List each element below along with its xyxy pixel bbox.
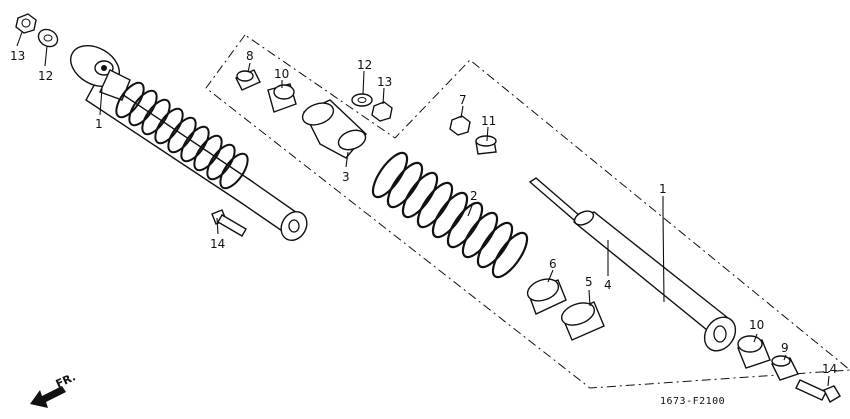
bolt-14-left[interactable]: [211, 209, 247, 237]
nut-11[interactable]: [475, 135, 497, 155]
callout-9: 9: [781, 341, 789, 355]
callout-10-top: 10: [274, 67, 289, 81]
callout-13-middle: 13: [377, 75, 392, 89]
bushing-10-bottom[interactable]: [737, 335, 771, 369]
direction-label: FR.: [54, 370, 78, 390]
collar-8[interactable]: [235, 69, 261, 91]
front-direction-arrow: FR.: [30, 370, 78, 408]
nut-7[interactable]: [449, 115, 471, 136]
callout-3: 3: [342, 170, 350, 184]
bolt-14-right[interactable]: [795, 379, 841, 403]
bushing-10-top[interactable]: [267, 83, 297, 113]
callout-11: 11: [481, 114, 496, 128]
callout-14-right: 14: [822, 362, 837, 376]
adjuster-5[interactable]: [559, 299, 605, 341]
callout-2: 2: [470, 189, 478, 203]
callout-14-left: 14: [210, 237, 225, 251]
washer-12-left[interactable]: [35, 26, 60, 50]
leader-lines: [16, 31, 830, 387]
assembled-shock-absorber[interactable]: [63, 37, 311, 245]
callout-7: 7: [459, 93, 467, 107]
diagram-code: 1673-F2100: [660, 396, 725, 407]
callout-5: 5: [585, 275, 593, 289]
damper-unit-1[interactable]: [528, 177, 742, 357]
washer-12-middle[interactable]: [351, 93, 373, 107]
callout-12-middle: 12: [357, 58, 372, 72]
collar-9[interactable]: [771, 355, 799, 381]
callout-12-left: 12: [38, 69, 53, 83]
callout-6: 6: [549, 257, 557, 271]
spring-seat-3[interactable]: [300, 99, 369, 159]
callout-1-left: 1: [95, 117, 103, 131]
nut-13-left[interactable]: [15, 13, 37, 34]
lock-nut-6[interactable]: [525, 275, 567, 315]
callout-4: 4: [604, 278, 612, 292]
nut-13-middle[interactable]: [371, 101, 393, 122]
callout-1-right: 1: [659, 182, 667, 196]
exploded-view-boundary: [205, 34, 850, 389]
callout-8: 8: [246, 49, 254, 63]
callout-13-left: 13: [10, 49, 25, 63]
callout-10-bottom: 10: [749, 318, 764, 332]
spring-2[interactable]: [367, 148, 533, 282]
